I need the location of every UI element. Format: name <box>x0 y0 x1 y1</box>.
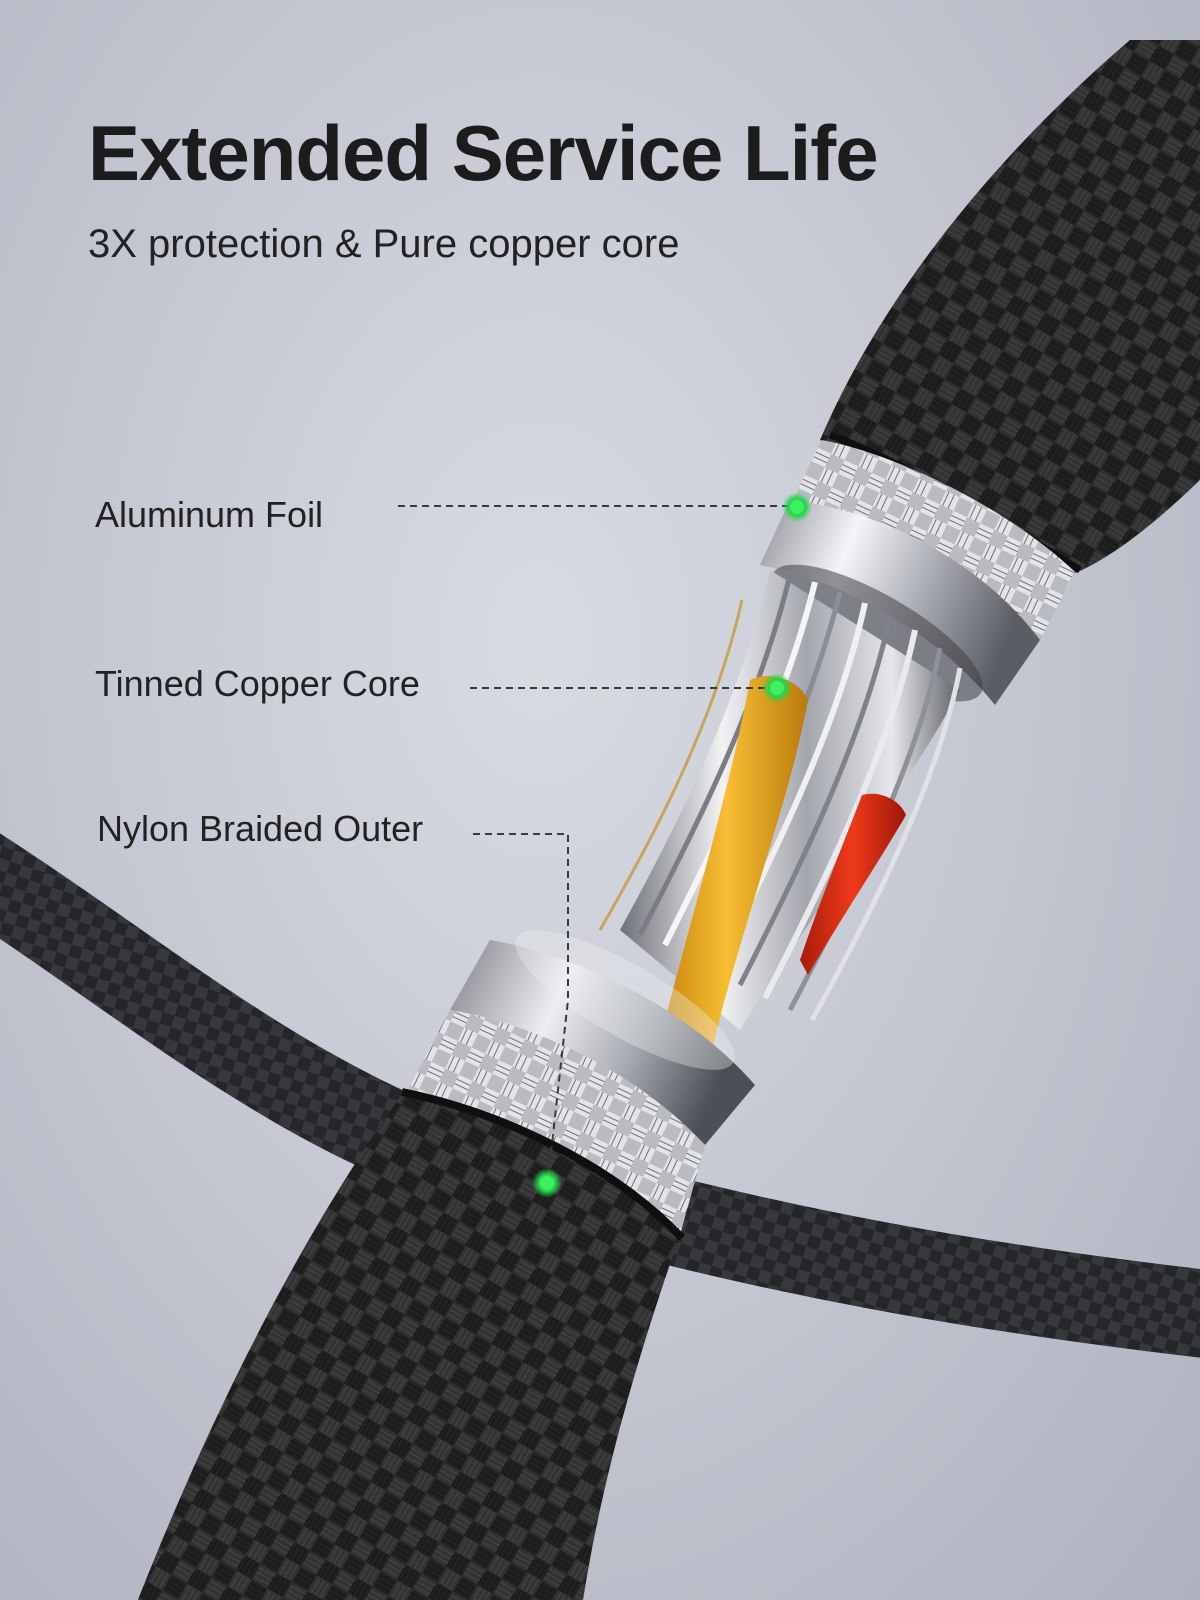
callout-markers <box>532 492 812 1198</box>
callout-label-aluminum-foil: Aluminum Foil <box>95 494 324 535</box>
lower-foil-layer <box>408 1010 705 1235</box>
upper-braided-jacket <box>820 40 1200 575</box>
lower-shield-ring <box>450 940 755 1145</box>
lower-braided-jacket <box>137 1090 680 1600</box>
page-subtitle: 3X protection & Pure copper core <box>88 222 680 266</box>
callout-line-nylon-braided-outer <box>473 833 569 1181</box>
upper-foil-layer <box>790 440 1075 640</box>
callout-label-nylon-braided-outer: Nylon Braided Outer <box>97 808 424 849</box>
callout-label-tinned-copper-core: Tinned Copper Core <box>95 663 420 704</box>
callout-lines <box>398 505 790 1181</box>
page-title: Extended Service Life <box>88 109 879 197</box>
red-conductor <box>800 793 906 975</box>
yellow-conductor <box>660 676 808 1050</box>
